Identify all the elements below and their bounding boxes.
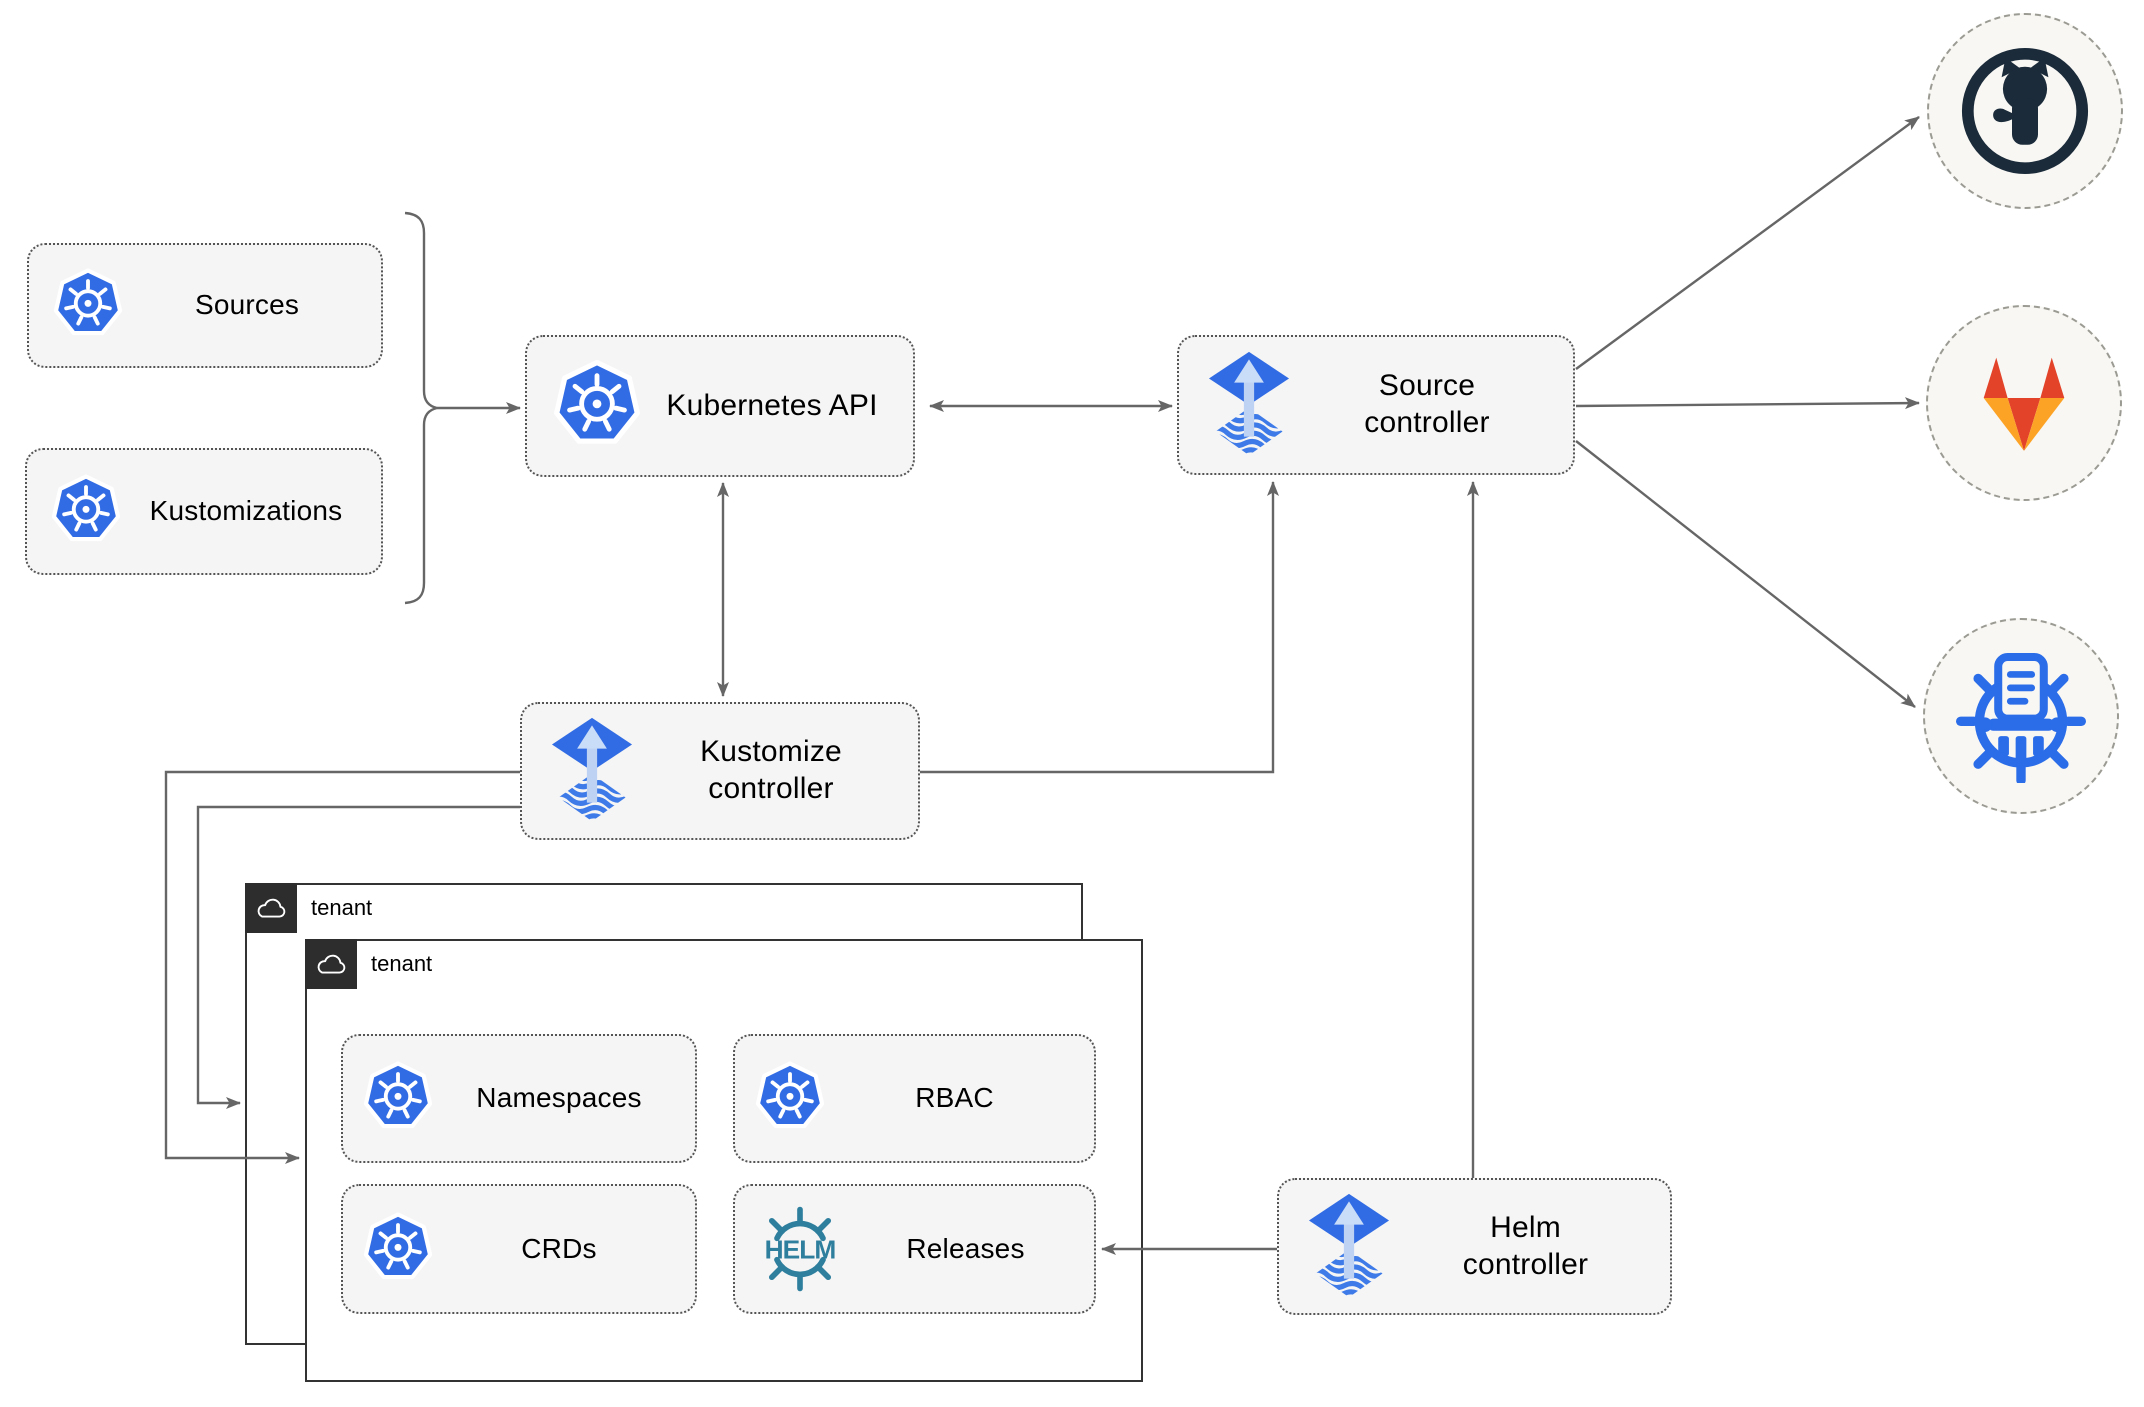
edge-kustomize-to-source (920, 481, 1279, 774)
kubernetes-icon (363, 1211, 433, 1288)
node-namespaces: Namespaces (341, 1034, 697, 1163)
helm-logo-text: HELM (765, 1234, 836, 1264)
node-crds: CRDs (341, 1184, 697, 1314)
node-rbac: RBAC (733, 1034, 1096, 1163)
node-kustomizations: Kustomizations (25, 448, 383, 575)
endpoint-chartmuseum (1923, 618, 2119, 814)
node-label: Kustomize controller (700, 735, 842, 805)
kubernetes-icon (363, 1060, 433, 1137)
edge-source-to-chartmuseum (1575, 440, 1916, 708)
node-label: Helm controller (1462, 1210, 1589, 1281)
flux-icon (1307, 1193, 1391, 1301)
chartmuseum-icon (1954, 649, 2088, 783)
helm-icon: HELM (765, 1202, 836, 1296)
kubernetes-icon (553, 358, 641, 455)
cloud-icon (314, 952, 348, 977)
edge-brace-sources-kustomizations (404, 211, 438, 605)
node-kustomize-controller: Kustomize controller (520, 702, 920, 840)
tenant-header (305, 939, 357, 989)
node-sources: Sources (27, 243, 383, 368)
tenant-header (245, 883, 297, 933)
gitlab-icon (1961, 340, 2087, 466)
node-source-controller: Source controller (1177, 335, 1575, 475)
node-helm-controller: Helm controller (1277, 1178, 1672, 1315)
node-label: CRDs (521, 1232, 597, 1264)
kubernetes-icon (53, 267, 123, 344)
edge-source-to-gitlab (1575, 397, 1920, 410)
node-label: Kubernetes API (666, 388, 878, 422)
node-label: RBAC (915, 1082, 994, 1114)
github-icon (1960, 46, 2090, 176)
node-label: Sources (194, 289, 300, 321)
tenant-label: tenant (311, 895, 373, 920)
flux-icon (1207, 351, 1291, 459)
endpoint-github (1927, 13, 2123, 209)
node-label: Namespaces (476, 1082, 642, 1114)
kubernetes-icon (755, 1060, 825, 1137)
tenant-label: tenant (371, 951, 433, 976)
node-label: Releases (906, 1232, 1025, 1264)
node-label: Source controller (1364, 369, 1490, 439)
flux-icon (550, 717, 634, 825)
kubernetes-icon (51, 473, 121, 550)
node-releases: HELM Releases (733, 1184, 1096, 1314)
edge-source-to-github (1575, 116, 1920, 370)
node-label: Kustomizations (149, 495, 343, 527)
cloud-icon (254, 896, 288, 921)
endpoint-gitlab (1926, 305, 2122, 501)
node-kubernetes-api: Kubernetes API (525, 335, 915, 477)
